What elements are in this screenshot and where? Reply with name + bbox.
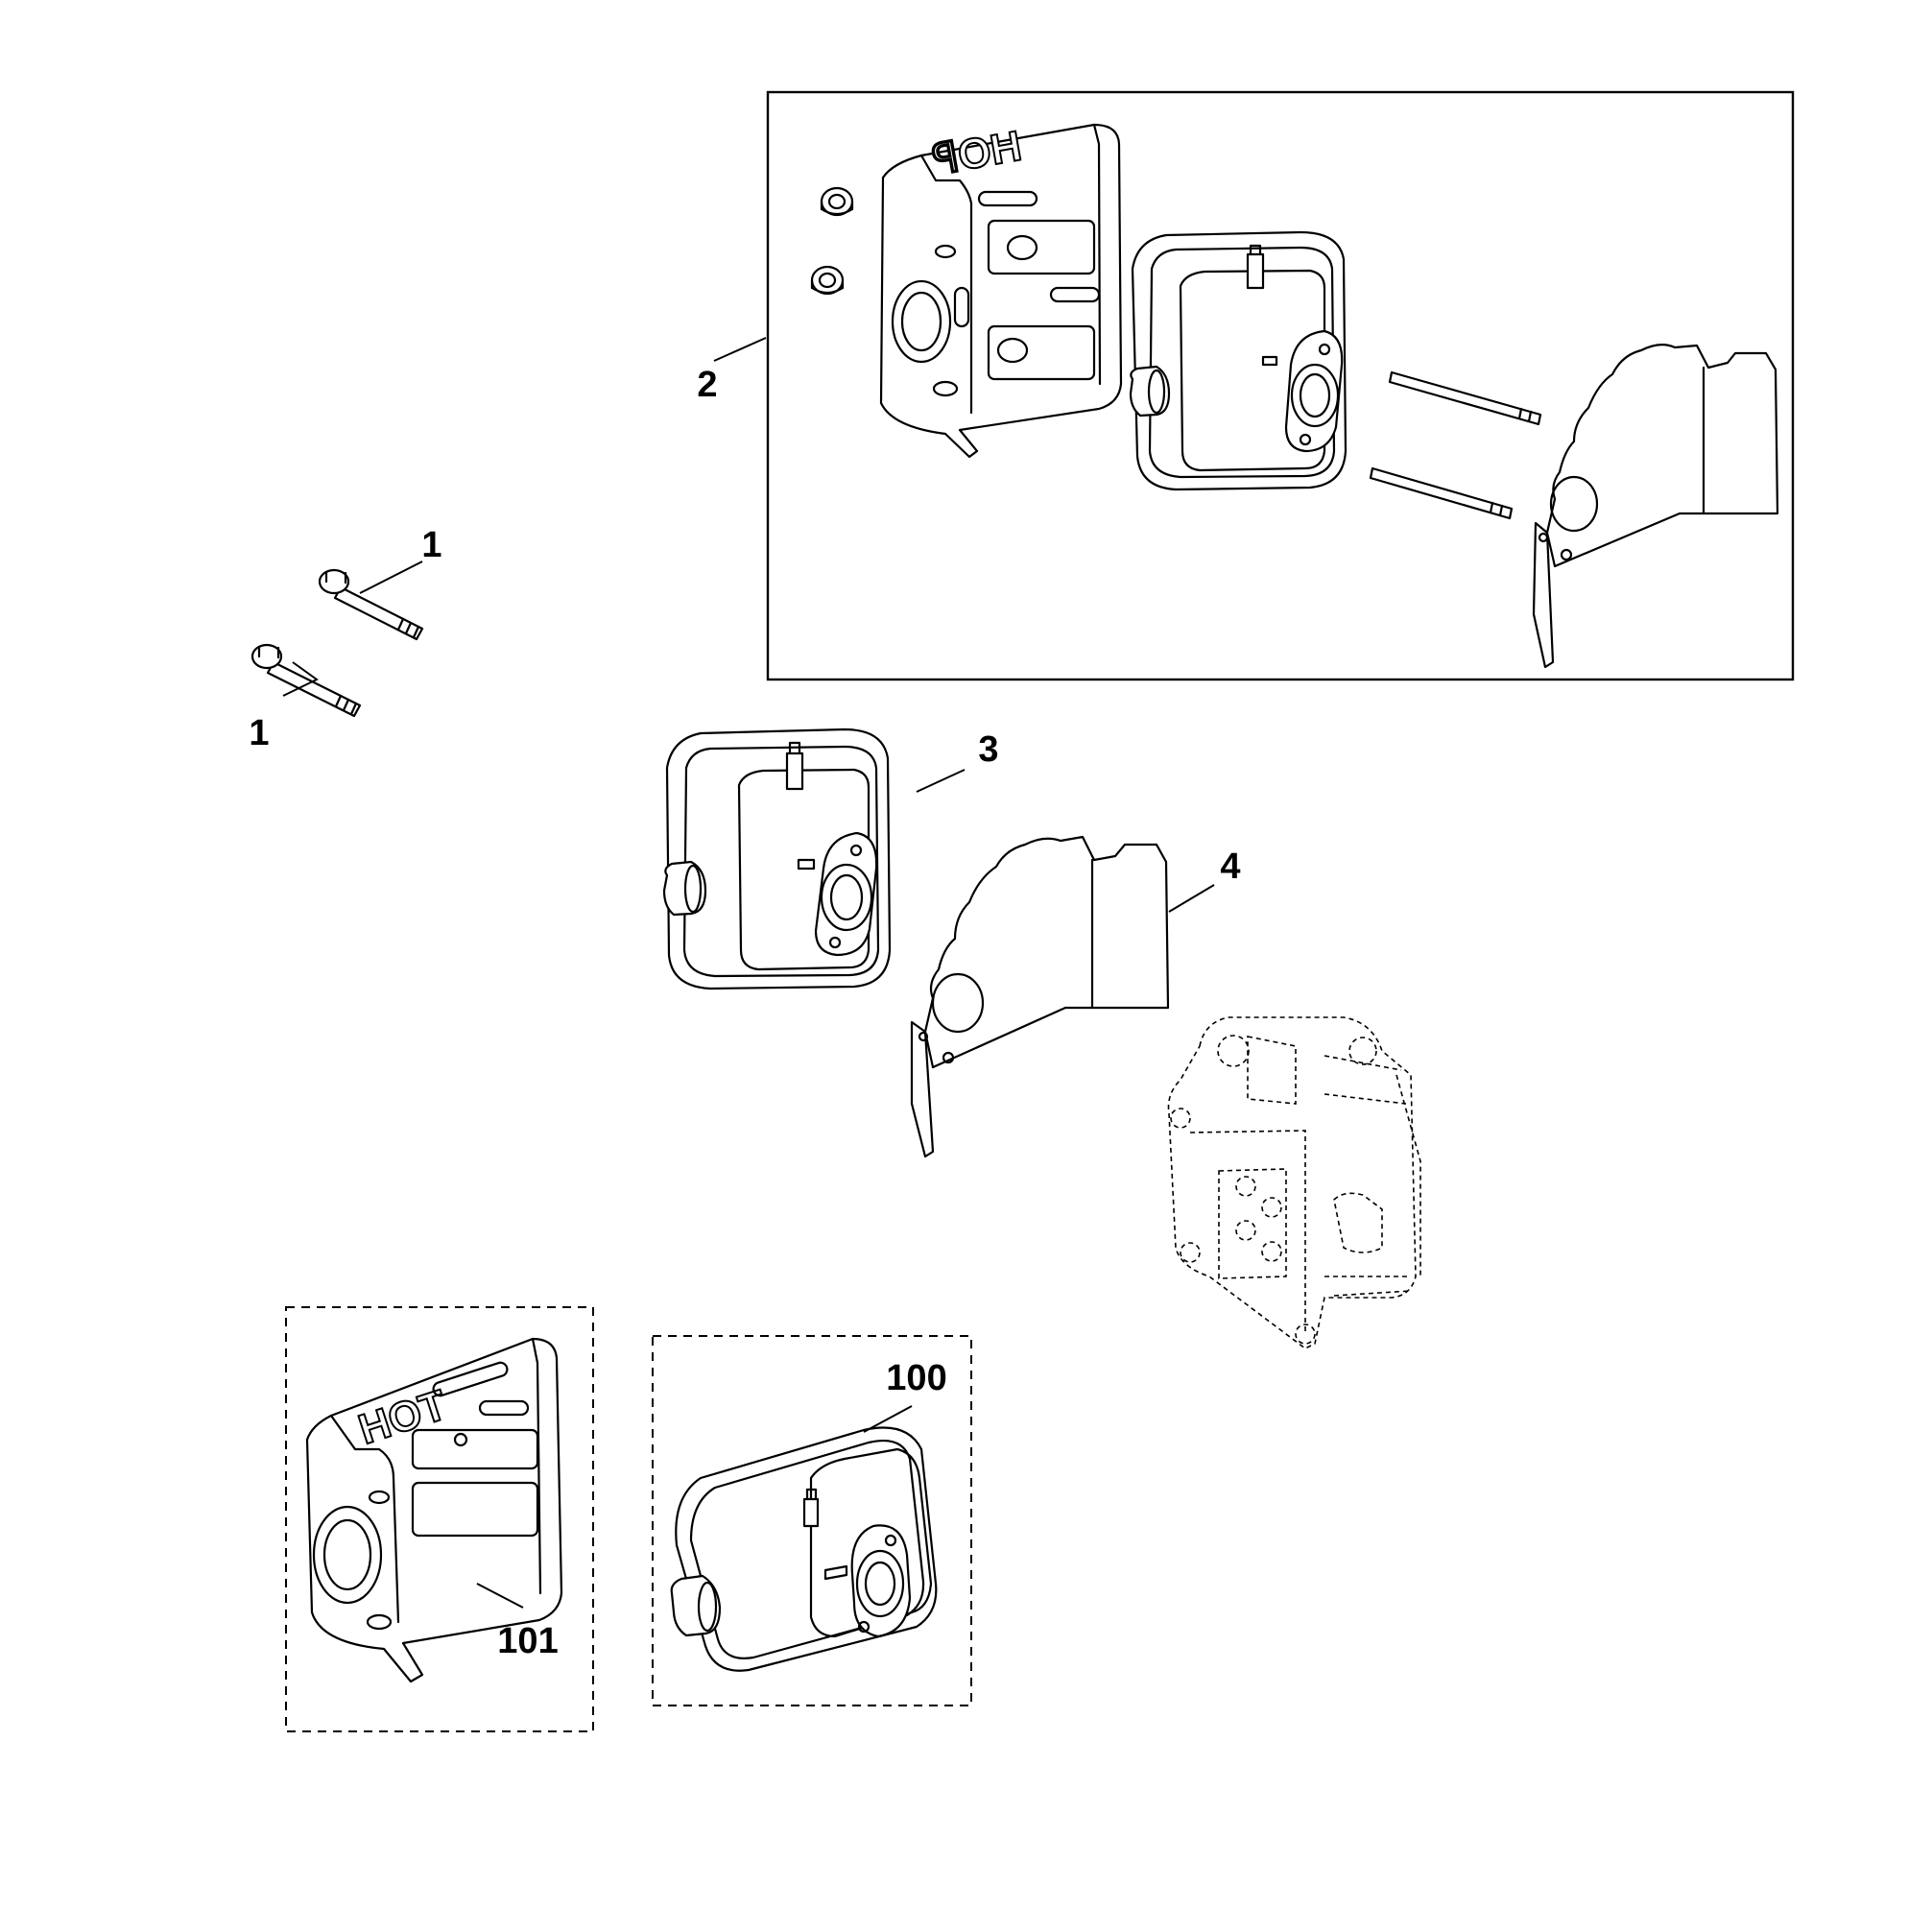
optional-muffler-box: [652, 1335, 972, 1706]
callout-101: 101: [497, 1621, 558, 1661]
callout-1-upper: 1: [421, 525, 441, 565]
optional-guard-box: [285, 1306, 594, 1732]
muffler-guard-kit: ꟼOH: [879, 122, 1123, 459]
callout-4: 4: [1220, 847, 1240, 887]
heat-shield-item-4: [910, 835, 1170, 1158]
muffler-kit: [1129, 230, 1348, 491]
bolt-lower: [250, 643, 362, 718]
callout-100: 100: [886, 1358, 946, 1398]
heat-shield-kit: [1532, 344, 1779, 669]
muffler-guard-item-101: HOT: [305, 1337, 563, 1683]
exhaust-stud-1: [1388, 370, 1542, 426]
muffler-item-100: [670, 1426, 938, 1672]
leader-lines: [282, 337, 1215, 1609]
bolt-upper: [318, 568, 424, 641]
kit-box: [766, 90, 1795, 681]
engine-reference-outline: [1167, 1016, 1421, 1349]
callout-1-lower: 1: [249, 713, 269, 753]
callout-3: 3: [978, 729, 998, 770]
exhaust-stud-2: [1369, 466, 1514, 520]
muffler-item-3: [662, 727, 892, 990]
callout-2: 2: [697, 365, 717, 405]
flange-nut-1: [820, 186, 854, 217]
flange-nut-2: [810, 265, 845, 296]
